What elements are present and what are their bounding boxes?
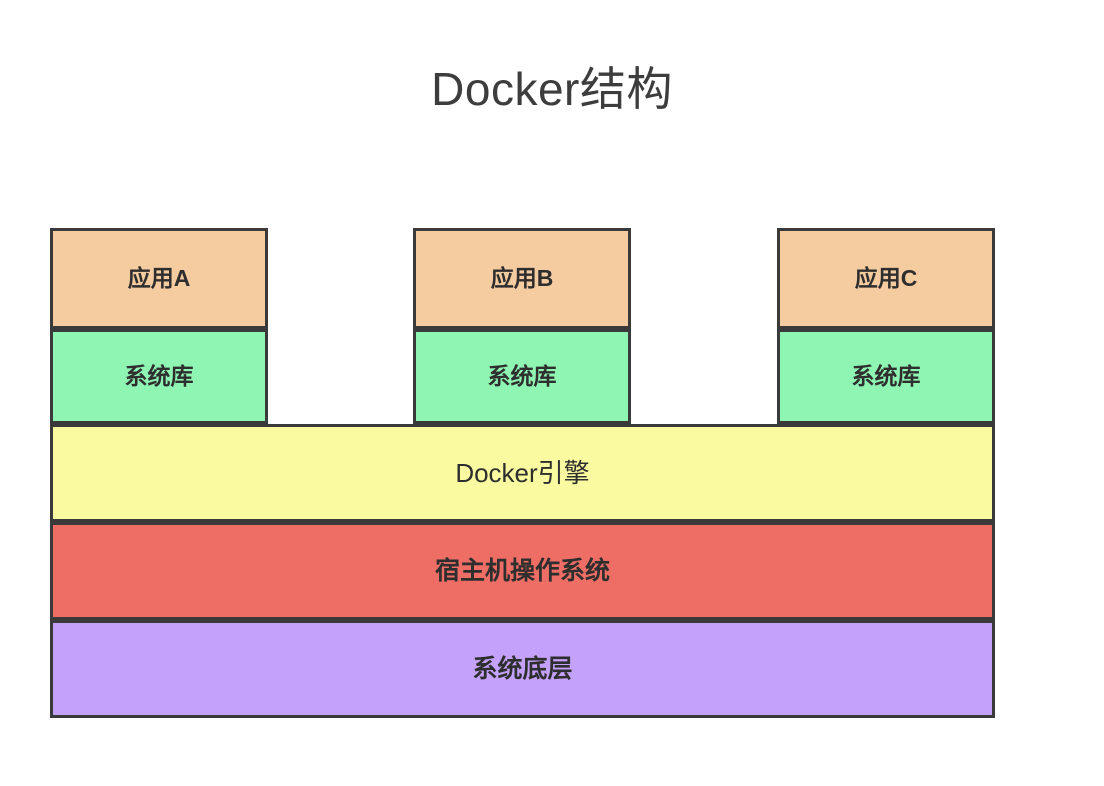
syslib-box-b: 系统库 <box>413 329 631 424</box>
syslib-box-c-label: 系统库 <box>851 363 921 389</box>
syslib-box-c: 系统库 <box>777 329 995 424</box>
app-box-a: 应用A <box>50 228 268 329</box>
app-box-b: 应用B <box>413 228 631 329</box>
app-box-c-label: 应用C <box>854 265 918 291</box>
docker-engine-label: Docker引擎 <box>455 458 590 488</box>
docker-engine-layer: Docker引擎 <box>50 424 995 522</box>
system-base-label: 系统底层 <box>472 654 573 683</box>
syslib-box-a-label: 系统库 <box>124 363 194 389</box>
syslib-box-a: 系统库 <box>50 329 268 424</box>
host-os-layer: 宿主机操作系统 <box>50 522 995 620</box>
syslib-box-b-label: 系统库 <box>487 363 557 389</box>
app-box-c: 应用C <box>777 228 995 329</box>
page-title: Docker结构 <box>431 63 673 115</box>
app-box-a-label: 应用A <box>127 265 191 291</box>
app-box-b-label: 应用B <box>490 265 554 291</box>
system-base-layer: 系统底层 <box>50 620 995 718</box>
host-os-label: 宿主机操作系统 <box>434 556 610 585</box>
